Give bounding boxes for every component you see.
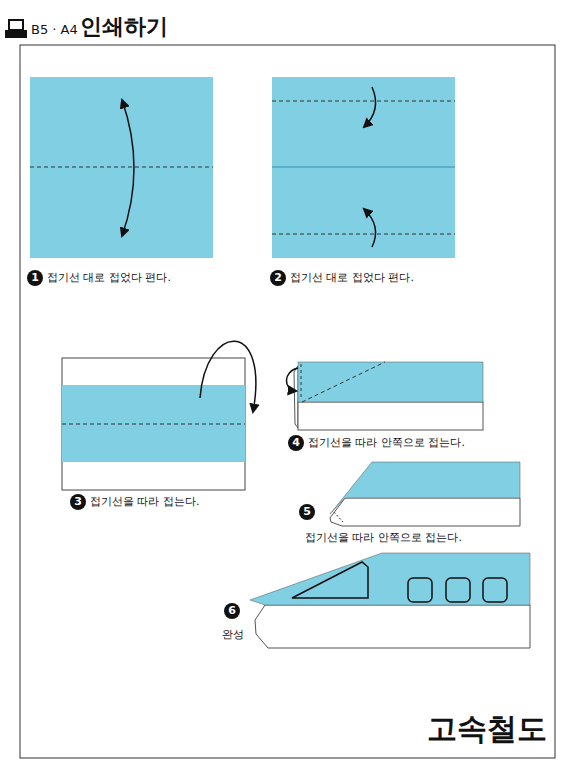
step5-train-shape: [330, 462, 520, 526]
step3-rectangle: [62, 341, 256, 490]
step1-square: [30, 77, 213, 258]
step4-folded-strip: [286, 362, 483, 430]
step-number: 4: [288, 435, 304, 451]
model-title: 고속철도: [427, 709, 547, 750]
step-caption: 접기선을 따라 안쪽으로 접는다.: [308, 435, 465, 450]
step-number: 5: [299, 504, 315, 520]
printer-icon: [5, 20, 27, 38]
step-caption: 접기선 대로 접었다 편다.: [47, 270, 171, 285]
step-number: 3: [70, 494, 86, 510]
print-size-label: B5 · A4: [31, 22, 78, 37]
finished-train: [250, 553, 530, 648]
completion-label: 완성: [222, 627, 244, 642]
step-caption: 접기선을 따라 안쪽으로 접는다.: [305, 530, 462, 545]
step2-square: [272, 77, 455, 258]
step-number: 2: [270, 270, 286, 286]
step-caption: 접기선을 따라 접는다.: [90, 494, 200, 509]
step-caption: 접기선 대로 접었다 편다.: [290, 270, 414, 285]
print-heading: 인쇄하기: [80, 12, 168, 42]
page-frame: [20, 45, 555, 758]
step-number: 1: [27, 270, 43, 286]
step-number: 6: [224, 603, 240, 619]
